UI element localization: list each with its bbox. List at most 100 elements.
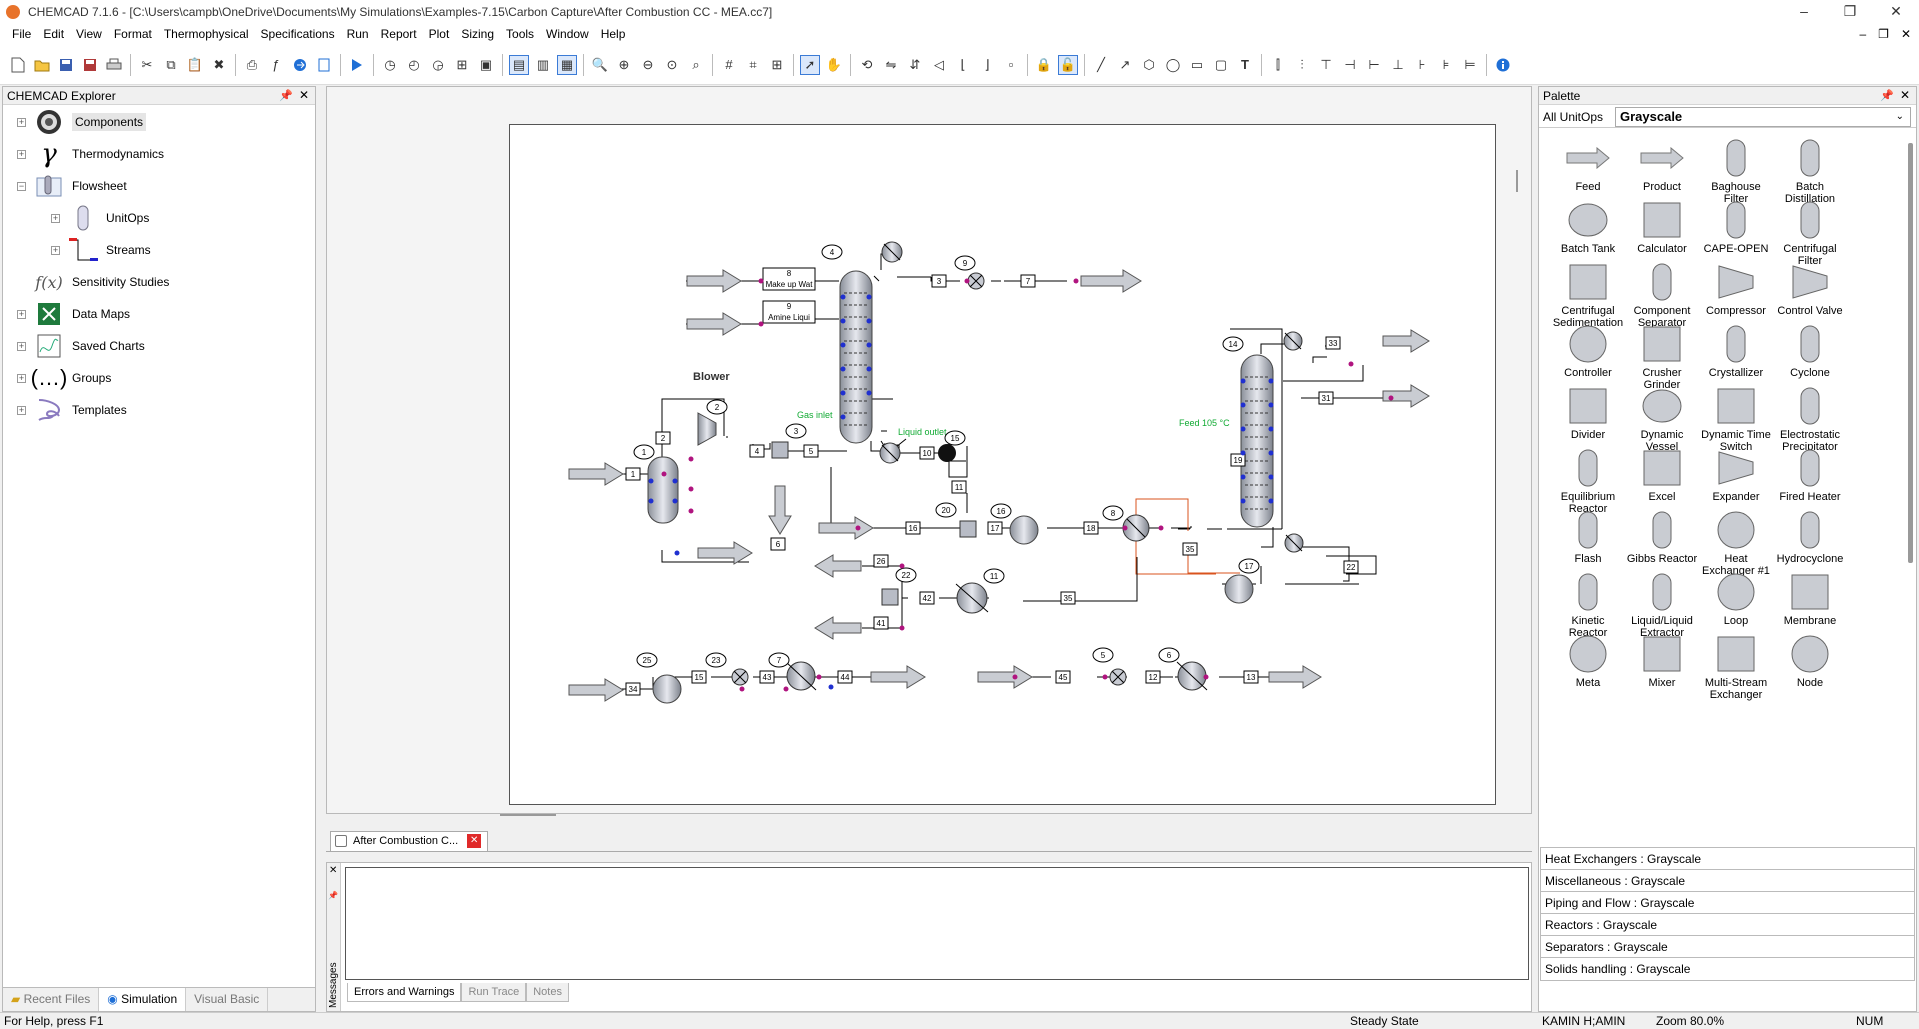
unit-id-label[interactable]: 17: [1238, 558, 1260, 574]
palette-item-fired-heater[interactable]: Fired Heater: [1773, 445, 1847, 503]
mdi-restore-button[interactable]: ❐: [1878, 27, 1889, 41]
mdi-close-button[interactable]: ✕: [1900, 27, 1911, 41]
palette-item-cape-open[interactable]: CAPE-OPEN: [1699, 197, 1773, 255]
palette-item-feed[interactable]: Feed: [1551, 135, 1625, 193]
expander-icon[interactable]: +: [51, 212, 60, 223]
align-objects-icon[interactable]: ⫿: [1275, 56, 1281, 72]
close-icon[interactable]: ✕: [298, 88, 309, 102]
palette-item-batch-distillation[interactable]: Batch Distillation: [1773, 135, 1847, 205]
palette-item-kinetic-reactor[interactable]: Kinetic Reactor: [1551, 569, 1625, 639]
align-left-icon[interactable]: ⌊: [960, 56, 966, 72]
unit-box-icon[interactable]: ▥: [536, 56, 550, 72]
tab-errors-warnings[interactable]: Errors and Warnings: [347, 983, 462, 1002]
mirror-icon[interactable]: ◁: [934, 56, 944, 72]
palette-item-component-separator[interactable]: Component Separator: [1625, 259, 1699, 329]
same-height-icon[interactable]: ⊦: [1418, 56, 1426, 72]
stream-id-label[interactable]: 22: [1343, 560, 1359, 574]
zoom-in-icon[interactable]: ⊕: [618, 56, 630, 72]
palette-category-row[interactable]: Miscellaneous : Grayscale: [1540, 869, 1915, 893]
palette-item-electrostatic-precipitator[interactable]: Electrostatic Precipitator: [1773, 383, 1847, 453]
menu-sizing[interactable]: Sizing: [461, 27, 495, 41]
chemcad-app-icon[interactable]: [6, 4, 20, 19]
save-all-icon[interactable]: [80, 55, 100, 75]
grid-icon[interactable]: #: [725, 57, 733, 72]
unit-id-label[interactable]: 20: [935, 502, 957, 518]
lock-icon[interactable]: 🔒: [1035, 56, 1053, 72]
zoom-fit-icon[interactable]: ⊙: [666, 56, 678, 72]
new-file-icon[interactable]: [8, 55, 28, 75]
tab-simulation[interactable]: ◉ Simulation: [99, 988, 187, 1011]
palette-category-row[interactable]: Reactors : Grayscale: [1540, 913, 1915, 937]
minimize-button[interactable]: –: [1800, 3, 1808, 19]
palette-item-cyclone[interactable]: Cyclone: [1773, 321, 1847, 379]
stream-id-label[interactable]: 44: [837, 670, 853, 684]
space-evenly-icon[interactable]: ⊨: [1464, 56, 1476, 72]
menu-window[interactable]: Window: [546, 27, 589, 41]
stream-id-label[interactable]: 6: [770, 537, 786, 551]
tab-notes[interactable]: Notes: [526, 983, 569, 1002]
unit-id-label[interactable]: 2: [706, 399, 728, 415]
draw-rounded-rect-icon[interactable]: ▢: [1214, 56, 1228, 72]
snap-grid-icon[interactable]: ⌗: [749, 56, 757, 72]
unit-id-label[interactable]: 25: [636, 652, 658, 668]
zoom-icon[interactable]: 🔍: [591, 56, 609, 72]
palette-item-calculator[interactable]: Calculator: [1625, 197, 1699, 255]
stream-id-label[interactable]: 10: [919, 446, 935, 460]
stream-id-label[interactable]: 17: [987, 521, 1003, 535]
zoom-out-icon[interactable]: ⊖: [642, 56, 654, 72]
stream-id-label[interactable]: 12: [1145, 670, 1161, 684]
palette-item-control-valve[interactable]: Control Valve: [1773, 259, 1847, 317]
flowsheet-svg[interactable]: 8 Make up Wat 9 Amine Liqui Blower Gas i…: [510, 125, 1497, 806]
formula-icon[interactable]: ƒ: [272, 57, 280, 72]
unit-id-label[interactable]: 7: [768, 652, 790, 668]
paste-icon[interactable]: 📋: [186, 56, 204, 72]
draw-polygon-icon[interactable]: ⬡: [1143, 56, 1155, 72]
palette-category-row[interactable]: Piping and Flow : Grayscale: [1540, 891, 1915, 915]
menu-tools[interactable]: Tools: [506, 27, 535, 41]
palette-item-dynamic-vessel[interactable]: Dynamic Vessel: [1625, 383, 1699, 453]
stream-id-label[interactable]: 5: [803, 444, 819, 458]
palette-item-meta[interactable]: Meta: [1551, 631, 1625, 689]
menu-plot[interactable]: Plot: [428, 27, 450, 41]
unit-id-label[interactable]: 14: [1222, 336, 1244, 352]
pin-icon[interactable]: 📌: [279, 90, 293, 102]
menu-view[interactable]: View: [76, 27, 102, 41]
open-folder-icon[interactable]: [32, 55, 52, 75]
pin-icon[interactable]: 📌: [1880, 90, 1894, 102]
stream-id-label[interactable]: 19: [1230, 453, 1246, 467]
close-icon[interactable]: ✕: [1899, 88, 1910, 102]
expander-icon[interactable]: +: [17, 404, 26, 415]
unit-id-label[interactable]: 23: [705, 652, 727, 668]
tree-item-data-maps[interactable]: + Data Maps: [17, 300, 130, 328]
palette-category-row[interactable]: Heat Exchangers : Grayscale: [1540, 847, 1915, 871]
stream-id-label[interactable]: 41: [873, 616, 889, 630]
palette-item-equilibrium-reactor[interactable]: Equilibrium Reactor: [1551, 445, 1625, 515]
print-icon[interactable]: [104, 55, 124, 75]
unit-id-label[interactable]: 22: [895, 567, 917, 583]
tab-after-combustion[interactable]: After Combustion C... ✕: [330, 831, 489, 851]
flip-horizontal-icon[interactable]: ⇋: [885, 56, 897, 72]
align-grid-icon[interactable]: ⊞: [771, 56, 783, 72]
stream-id-label[interactable]: 33: [1325, 336, 1341, 350]
stream-id-label[interactable]: 1: [625, 467, 641, 481]
stream-id-label[interactable]: 18: [1083, 521, 1099, 535]
save-icon[interactable]: [56, 55, 76, 75]
stream-id-label[interactable]: 15: [691, 670, 707, 684]
copy-icon[interactable]: ⧉: [166, 56, 176, 72]
palette-item-centrifugal-filter[interactable]: Centrifugal Filter: [1773, 197, 1847, 267]
align-center-icon[interactable]: ⊢: [1368, 56, 1380, 72]
stream-id-label[interactable]: 4: [749, 444, 765, 458]
unlock-icon[interactable]: 🔓: [1058, 54, 1078, 75]
palette-item-divider[interactable]: Divider: [1551, 383, 1625, 441]
all-unitops-label[interactable]: All UnitOps: [1543, 109, 1604, 124]
tree-item-unitops[interactable]: + UnitOps: [51, 204, 149, 232]
draw-arrow-icon[interactable]: ↗: [1119, 56, 1131, 72]
align-bottom-icon[interactable]: ⌋: [984, 56, 990, 72]
unit-id-label[interactable]: 4: [821, 244, 843, 260]
expander-icon[interactable]: +: [17, 372, 26, 383]
close-icon[interactable]: ✕: [329, 865, 338, 876]
gauge-icon[interactable]: ◴: [408, 56, 420, 72]
stream-id-label[interactable]: 2: [655, 431, 671, 445]
same-width-icon[interactable]: ⊥: [1392, 56, 1404, 72]
unit-id-label[interactable]: 16: [990, 503, 1012, 519]
